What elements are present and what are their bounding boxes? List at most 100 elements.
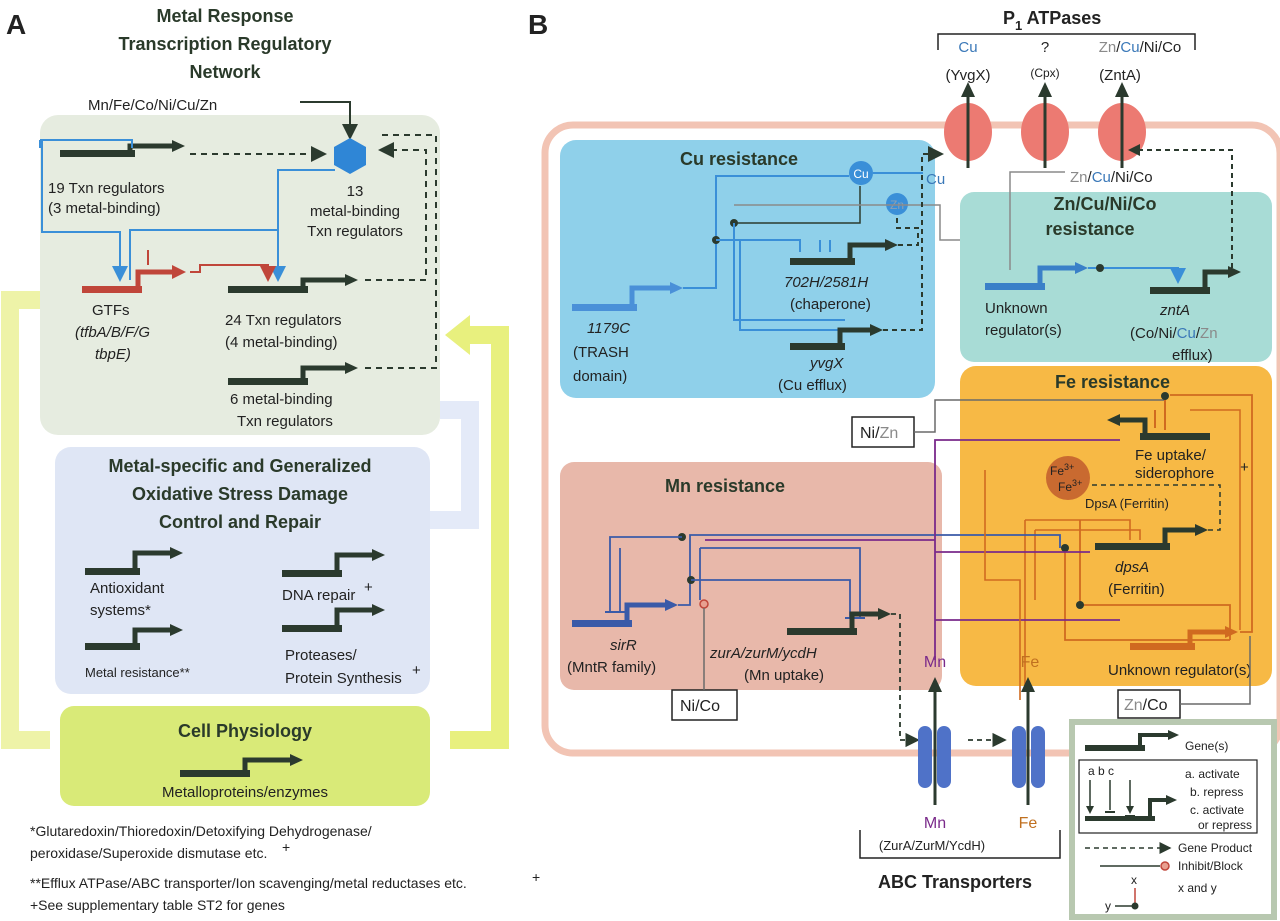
svg-text:702H/2581H: 702H/2581H xyxy=(784,274,868,291)
network-box xyxy=(40,115,440,435)
svg-text:(tfbA/B/F/G: (tfbA/B/F/G xyxy=(75,324,150,341)
svg-text:(Co/Ni/Cu/Zn: (Co/Ni/Cu/Zn xyxy=(1130,325,1218,342)
abc-transporters-title: ABC Transporters xyxy=(878,872,1032,892)
svg-text:+: + xyxy=(364,579,373,596)
svg-text:Mn: Mn xyxy=(924,815,946,832)
svg-text:(4 metal-binding): (4 metal-binding) xyxy=(225,334,338,351)
svg-text:yvgX: yvgX xyxy=(809,355,844,372)
svg-text:Zn/Cu/Ni/Co: Zn/Cu/Ni/Co xyxy=(1099,39,1182,56)
metal-input-label: Mn/Fe/Co/Ni/Cu/Zn xyxy=(88,97,217,114)
p1-atpases-title: P1 ATPases xyxy=(1003,8,1101,33)
zn-ion-node xyxy=(886,193,908,215)
svg-text:(ZntA): (ZntA) xyxy=(1099,67,1141,84)
svg-text:Cu resistance: Cu resistance xyxy=(680,149,798,169)
legend-inhibit-symbol xyxy=(1160,861,1170,871)
svg-text:(MntR family): (MntR family) xyxy=(567,659,656,676)
svg-text:GTFs: GTFs xyxy=(92,302,130,319)
metal-binding-regulator-hexagon xyxy=(334,138,366,174)
svg-text:Ni/Co: Ni/Co xyxy=(680,698,720,715)
fe3-ferritin-node xyxy=(1046,456,1090,500)
svg-text:+: + xyxy=(412,662,421,679)
svg-text:Zn/Co: Zn/Co xyxy=(1124,697,1168,714)
gene-702h-2581h xyxy=(790,239,898,265)
svg-text:(3 metal-binding): (3 metal-binding) xyxy=(48,200,161,217)
legend-gene-symbol xyxy=(1085,730,1179,751)
svg-text:resistance: resistance xyxy=(1045,219,1134,239)
svg-text:(YvgX): (YvgX) xyxy=(945,67,990,84)
svg-text:Fe: Fe xyxy=(1019,815,1038,832)
cell-physiology-box xyxy=(60,706,430,806)
atpase-yvgx xyxy=(944,82,992,168)
svg-text:Protein Synthesis: Protein Synthesis xyxy=(285,670,402,687)
svg-text:x: x xyxy=(1131,873,1137,887)
panel-b-letter: B xyxy=(528,9,548,40)
svg-text:Fe: Fe xyxy=(1021,654,1040,671)
svg-text:Gene Product: Gene Product xyxy=(1178,841,1253,855)
svg-text:DpsA (Ferritin): DpsA (Ferritin) xyxy=(1085,496,1169,511)
svg-text:Cu: Cu xyxy=(926,171,945,188)
network-title: Metal Response Transcription Regulatory … xyxy=(118,6,331,82)
gene-metalloproteins xyxy=(180,754,303,777)
gene-znta xyxy=(1150,266,1241,294)
svg-text:or repress: or repress xyxy=(1198,818,1252,832)
gene-zura-zurm-ycdh xyxy=(787,608,891,635)
gene-metal-resistance xyxy=(85,624,183,650)
svg-text:Oxidative Stress Damage: Oxidative Stress Damage xyxy=(132,484,348,504)
svg-text:regulator(s): regulator(s) xyxy=(985,322,1062,339)
gene-fe-uptake xyxy=(1107,414,1210,440)
abc-transporter-mn xyxy=(918,677,951,805)
gene-antioxidant xyxy=(85,547,183,575)
footnote-2: **Efflux ATPase/ABC transporter/Ion scav… xyxy=(30,875,467,891)
feedback-arrow-right xyxy=(450,326,509,749)
svg-text:Zn/Cu/Ni/Co: Zn/Cu/Ni/Co xyxy=(1070,169,1153,186)
svg-text:peroxidase/Superoxide dismutas: peroxidase/Superoxide dismutase etc. xyxy=(30,845,267,861)
svg-text:(TRASH: (TRASH xyxy=(573,344,629,361)
svg-text:Cell Physiology: Cell Physiology xyxy=(178,721,312,741)
gene-sirr xyxy=(572,599,678,627)
panel-a-letter: A xyxy=(6,9,26,40)
svg-text:(Cu efflux): (Cu efflux) xyxy=(778,377,847,394)
svg-text:(Cpx): (Cpx) xyxy=(1030,66,1059,80)
gene-unknown-regulator-fe xyxy=(1130,626,1238,650)
feedback-arrow-left xyxy=(1,291,50,749)
svg-text:a. activate: a. activate xyxy=(1185,767,1240,781)
svg-text:Fe resistance: Fe resistance xyxy=(1055,372,1170,392)
svg-text:Mn: Mn xyxy=(924,654,946,671)
svg-text:24 Txn regulators: 24 Txn regulators xyxy=(225,312,341,329)
svg-text:Cu: Cu xyxy=(853,167,868,181)
svg-text:(ZurA/ZurM/YcdH): (ZurA/ZurM/YcdH) xyxy=(879,838,985,853)
svg-text:metal-binding: metal-binding xyxy=(310,203,400,220)
svg-text:Metal Response: Metal Response xyxy=(156,6,293,26)
svg-text:sirR: sirR xyxy=(610,637,637,654)
svg-text:Txn regulators: Txn regulators xyxy=(237,413,333,430)
gene-6-metal-binding xyxy=(228,362,358,385)
cell-membrane xyxy=(541,121,1280,757)
svg-text:Cu: Cu xyxy=(958,39,977,56)
svg-text:Metal-specific and Generalized: Metal-specific and Generalized xyxy=(108,456,371,476)
svg-text:DNA repair: DNA repair xyxy=(282,587,355,604)
svg-text:19 Txn regulators: 19 Txn regulators xyxy=(48,180,164,197)
svg-text:Inhibit/Block: Inhibit/Block xyxy=(1178,859,1244,873)
gene-gtfs xyxy=(82,265,186,293)
svg-text:Proteases/: Proteases/ xyxy=(285,647,358,664)
atpase-cpx xyxy=(1021,82,1069,168)
svg-text:Unknown: Unknown xyxy=(985,300,1048,317)
svg-text:dpsA: dpsA xyxy=(1115,559,1149,576)
svg-text:Metal resistance**: Metal resistance** xyxy=(85,665,190,680)
svg-text:Fe uptake/: Fe uptake/ xyxy=(1135,447,1207,464)
zn-cu-ni-co-resistance-box xyxy=(960,192,1272,362)
svg-text:domain): domain) xyxy=(573,368,627,385)
svg-text:Unknown regulator(s): Unknown regulator(s) xyxy=(1108,662,1251,679)
svg-text:Gene(s): Gene(s) xyxy=(1185,739,1228,753)
svg-text:Ni/Zn: Ni/Zn xyxy=(860,425,898,442)
fe-resistance-box xyxy=(960,366,1272,686)
svg-text:Metalloproteins/enzymes: Metalloproteins/enzymes xyxy=(162,784,328,801)
svg-text:Transcription Regulatory: Transcription Regulatory xyxy=(118,34,331,54)
footnote-1: *Glutaredoxin/Thioredoxin/Detoxifying De… xyxy=(30,823,372,839)
svg-text:tbpE): tbpE) xyxy=(95,346,131,363)
svg-text:Fe3+: Fe3+ xyxy=(1058,478,1082,494)
svg-text:a b c: a b c xyxy=(1088,764,1114,778)
zn-co-input-box xyxy=(1117,689,1181,719)
svg-text:Network: Network xyxy=(189,62,261,82)
